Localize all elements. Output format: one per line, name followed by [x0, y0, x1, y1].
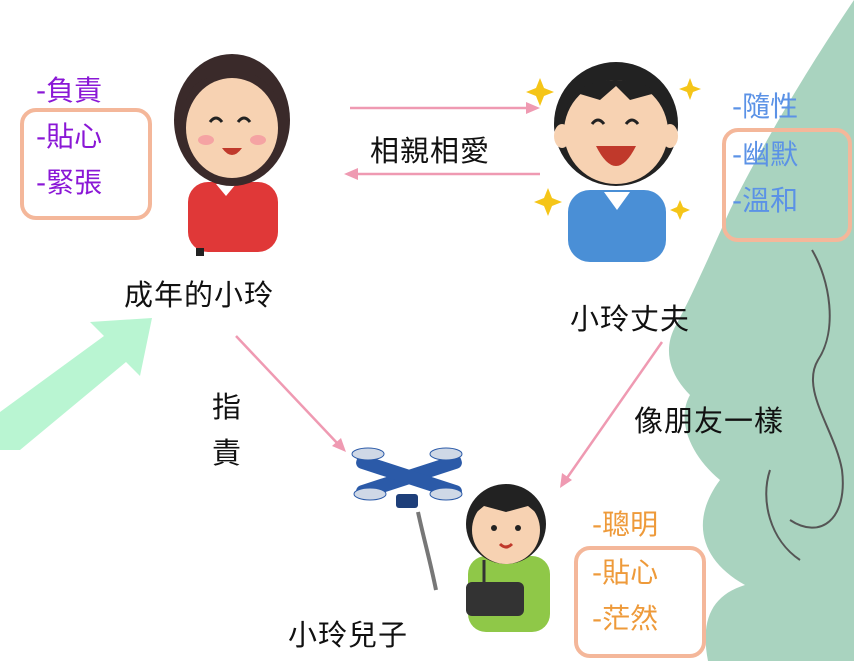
arrow-friends [565, 341, 664, 479]
woman-smiling-icon [174, 54, 290, 256]
traits-son: -聰明 [592, 502, 658, 548]
big-arrow [0, 318, 152, 450]
trait-item: -溫和 [732, 184, 799, 217]
tree-outline [789, 249, 844, 529]
trait-box-adult-xiaoling [20, 108, 152, 220]
node-label-husband: 小玲丈夫 [570, 302, 691, 336]
relation-label-blame-char1: 指 [212, 390, 242, 424]
node-label-adult-xiaoling: 成年的小玲 [124, 278, 275, 312]
tree-shape [668, 0, 854, 661]
trait-item: -聰明 [592, 508, 659, 541]
sparkle-icon [526, 78, 701, 220]
boy-with-controller-icon [466, 484, 550, 632]
node-label-son: 小玲兒子 [288, 618, 409, 652]
trait-item: -貼心 [36, 120, 103, 153]
relation-label-blame-char2: 責 [212, 436, 242, 470]
arrow-blame [235, 335, 339, 445]
arrowhead [332, 438, 346, 452]
traits-husband: -隨性 [732, 84, 798, 130]
trait-item: -緊張 [36, 166, 103, 199]
trait-item: -隨性 [732, 90, 799, 123]
relation-label-friends: 像朋友一樣 [634, 404, 785, 438]
relation-label-blame: 指 責 [212, 384, 241, 476]
drone-icon [351, 447, 463, 591]
trait-item: -貼心 [592, 556, 659, 589]
arrowhead [560, 473, 572, 488]
man-laughing-icon [554, 62, 678, 262]
trait-item: -茫然 [592, 602, 659, 635]
trait-box-son [574, 546, 706, 658]
traits-adult-xiaoling: -負責 [36, 68, 102, 114]
trait-item: -負責 [36, 74, 103, 107]
tree-outline-2 [765, 469, 801, 561]
traits-husband-boxed: -幽默 -溫和 [732, 132, 798, 224]
trait-box-husband [722, 128, 852, 242]
relation-label-love: 相親相愛 [370, 134, 491, 168]
traits-adult-xiaoling-boxed: -貼心 -緊張 [36, 114, 102, 206]
arrowhead [344, 168, 358, 180]
arrowhead [526, 102, 540, 114]
trait-item: -幽默 [732, 138, 799, 171]
traits-son-boxed: -貼心 -茫然 [592, 550, 658, 642]
